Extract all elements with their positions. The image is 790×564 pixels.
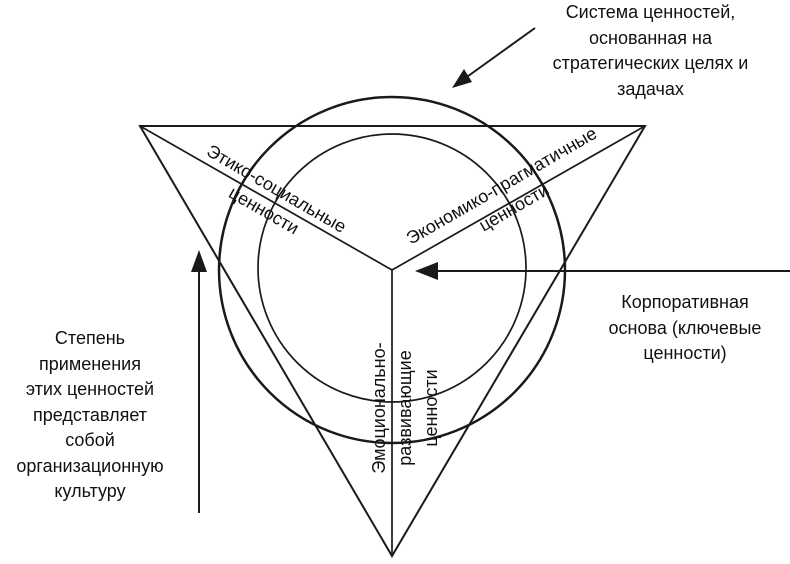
organizational-culture-note: Степень применения этих ценностей предст… [16, 328, 164, 501]
top-annotation-arrow [452, 27, 536, 88]
right-annotation-arrow [415, 262, 790, 280]
divider-line-topright [391, 125, 646, 271]
strategic-values-system-note: Система ценностей, основанная на стратег… [552, 2, 749, 99]
left-scale-arrow [191, 250, 207, 513]
inverted-triangle [138, 125, 647, 558]
corporate-core-values-note: Корпоративная основа (ключевые ценности) [608, 292, 762, 363]
divider-line-topleft [139, 125, 393, 271]
emotional-developing-values-label: Эмоционально- развивающие ценности [369, 342, 441, 474]
